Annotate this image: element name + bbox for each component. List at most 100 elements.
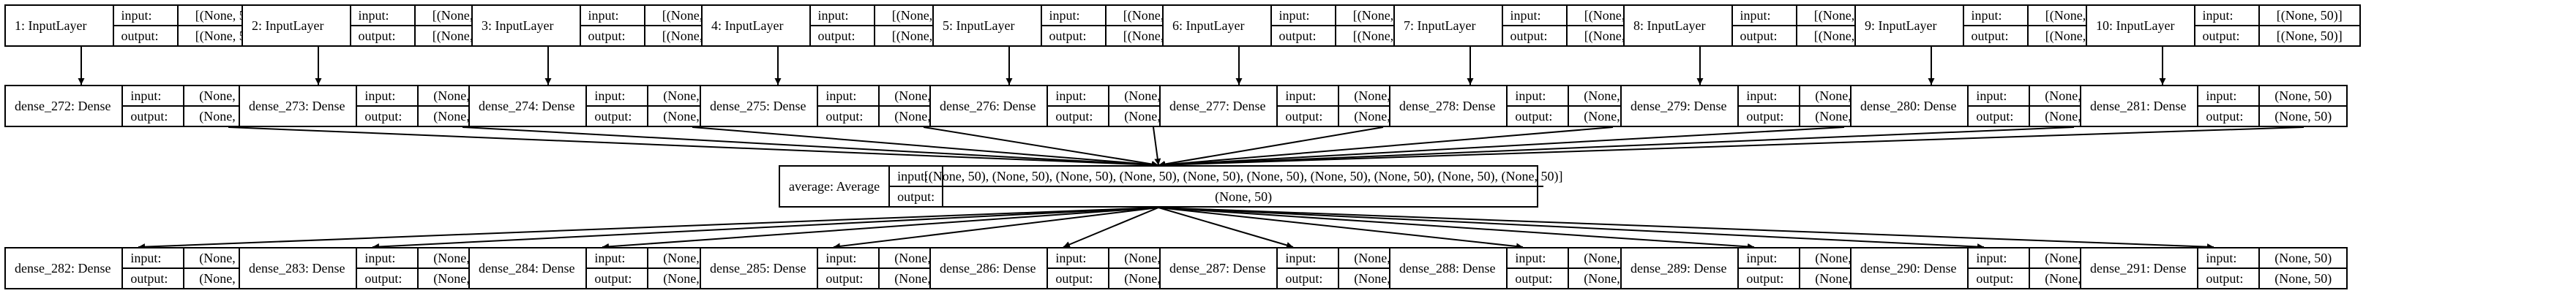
layer-name: 8: InputLayer bbox=[1625, 6, 1733, 45]
edge-arrow bbox=[1158, 207, 2214, 251]
output-label: output: bbox=[897, 189, 935, 204]
input-label: input: bbox=[2198, 86, 2259, 107]
layer-name: dense_285: Dense bbox=[701, 248, 819, 288]
input-label: input: bbox=[1739, 86, 1800, 107]
edge-arrow bbox=[1063, 207, 1159, 248]
output-label: output: bbox=[1055, 271, 1093, 286]
output-label: output: bbox=[588, 29, 626, 43]
output-label: output: bbox=[2206, 271, 2244, 286]
input-shape: [(None, 50)] bbox=[2259, 6, 2359, 26]
output-label: output: bbox=[1285, 109, 1323, 124]
layer-name: dense_276: Dense bbox=[931, 86, 1049, 126]
output-label: output: bbox=[1971, 29, 2009, 43]
output-label: output: bbox=[1746, 271, 1784, 286]
layer-name: dense_272: Dense bbox=[6, 86, 124, 126]
input-label: input: bbox=[1048, 248, 1109, 269]
edge-arrow bbox=[1158, 126, 2075, 169]
layer-name: 1: InputLayer bbox=[6, 6, 114, 45]
layer-name: 7: InputLayer bbox=[1395, 6, 1503, 45]
output-label: output: bbox=[364, 109, 402, 124]
input-label: input: bbox=[587, 86, 648, 107]
output-label: output: bbox=[364, 271, 402, 286]
input-label: input: bbox=[1739, 248, 1800, 269]
output-label: output: bbox=[130, 109, 168, 124]
layer-name: 5: InputLayer bbox=[934, 6, 1042, 45]
edge-arrow bbox=[1158, 207, 1755, 250]
output-label: output: bbox=[1976, 109, 2014, 124]
output-label: output: bbox=[1740, 29, 1778, 43]
layer-name: dense_277: Dense bbox=[1161, 86, 1278, 126]
output-label: output: bbox=[1278, 29, 1317, 43]
input-label: input: bbox=[1502, 6, 1566, 26]
output-shape: (None, 50) bbox=[1215, 189, 1273, 204]
output-shape: (None, 50) bbox=[2274, 109, 2332, 124]
output-label: output: bbox=[130, 271, 168, 286]
input-label: input: bbox=[810, 6, 874, 26]
edge-arrow bbox=[923, 126, 1159, 168]
input-label: input: bbox=[1041, 6, 1105, 26]
layer-name: dense_289: Dense bbox=[1622, 248, 1740, 288]
input-shape: (None, 50) bbox=[2260, 248, 2346, 269]
edge-arrow bbox=[1158, 126, 1384, 167]
output-label: output: bbox=[121, 29, 159, 43]
edge-arrow bbox=[462, 126, 1159, 169]
output-label: output: bbox=[1285, 271, 1323, 286]
edge-arrow bbox=[1158, 207, 1985, 251]
output-shape: [(None, 50)] bbox=[2276, 29, 2343, 43]
input-label: input: bbox=[1278, 248, 1338, 269]
layer-name: dense_282: Dense bbox=[6, 248, 124, 288]
input-label: input: bbox=[357, 86, 418, 107]
output-label: output: bbox=[825, 109, 864, 124]
input-label: input: bbox=[1508, 248, 1568, 269]
layer-name: dense_279: Dense bbox=[1622, 86, 1740, 126]
layer-name: dense_290: Dense bbox=[1852, 248, 1969, 288]
layer-name: dense_273: Dense bbox=[240, 86, 358, 126]
output-shape: (None, 50) bbox=[2274, 271, 2332, 286]
output-label: output: bbox=[825, 271, 864, 286]
output-label: output: bbox=[1976, 271, 2014, 286]
edge-arrow bbox=[1158, 207, 1524, 250]
input-label: input: bbox=[1271, 6, 1335, 26]
layer-name: 10: InputLayer bbox=[2087, 6, 2195, 45]
output-label: output: bbox=[1049, 29, 1087, 43]
output-label: output: bbox=[594, 109, 632, 124]
layer-name: dense_280: Dense bbox=[1852, 86, 1969, 126]
input-label: input: bbox=[2198, 248, 2259, 269]
output-label: output: bbox=[1055, 109, 1093, 124]
input-label: input: bbox=[357, 248, 418, 269]
input-label: input: bbox=[1969, 86, 2029, 107]
input-shape: (None, 50) bbox=[2260, 86, 2346, 107]
layer-name: dense_275: Dense bbox=[701, 86, 819, 126]
edge-arrow bbox=[138, 207, 1159, 251]
edge-arrow bbox=[1158, 126, 2304, 169]
layer-name: average: Average bbox=[780, 167, 891, 206]
layer-name: dense_278: Dense bbox=[1390, 86, 1508, 126]
output-label: output: bbox=[594, 271, 632, 286]
layer-name: dense_287: Dense bbox=[1161, 248, 1278, 288]
layer-name: dense_283: Dense bbox=[240, 248, 358, 288]
input-label: input: bbox=[580, 6, 644, 26]
input-label: input: bbox=[818, 248, 879, 269]
input-label: input: bbox=[1969, 248, 2029, 269]
input-label: input: bbox=[1732, 6, 1796, 26]
edge-arrow bbox=[228, 126, 1159, 169]
